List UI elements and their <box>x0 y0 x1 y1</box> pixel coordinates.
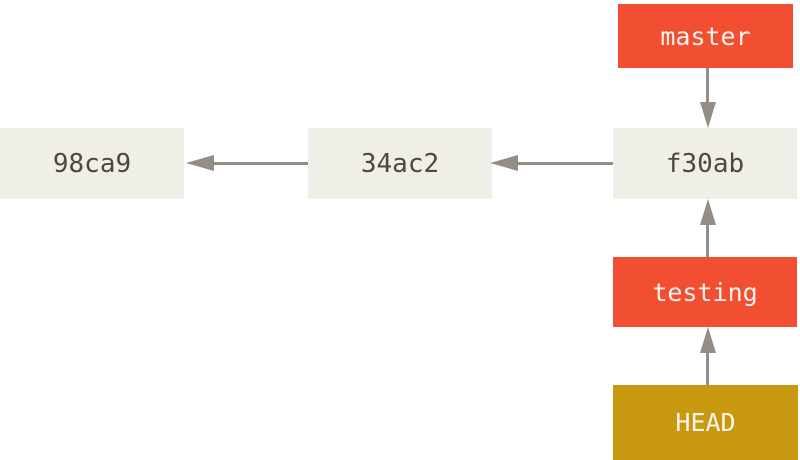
edge-line <box>706 351 709 385</box>
edge-line <box>706 68 709 105</box>
head-node: HEAD <box>613 385 798 460</box>
edge-line <box>516 162 613 165</box>
commit-node-f30ab: f30ab <box>613 128 797 199</box>
arrowhead-up <box>700 327 716 353</box>
commit-id-label: f30ab <box>665 148 745 179</box>
commit-id-label: 98ca9 <box>52 148 132 179</box>
head-label: HEAD <box>675 408 736 437</box>
arrowhead-left <box>186 155 214 171</box>
branch-name-label: testing <box>652 277 758 307</box>
commit-id-label: 34ac2 <box>360 148 440 179</box>
commit-node-98ca9: 98ca9 <box>0 128 184 199</box>
branch-node-master: master <box>618 4 793 68</box>
arrowhead-down <box>700 102 716 128</box>
edge-line <box>706 223 709 257</box>
branch-name-label: master <box>660 21 751 51</box>
arrowhead-up <box>700 199 716 225</box>
arrowhead-left <box>490 155 518 171</box>
commit-node-34ac2: 34ac2 <box>308 128 492 199</box>
branch-node-testing: testing <box>613 257 797 327</box>
edge-line <box>212 162 308 165</box>
